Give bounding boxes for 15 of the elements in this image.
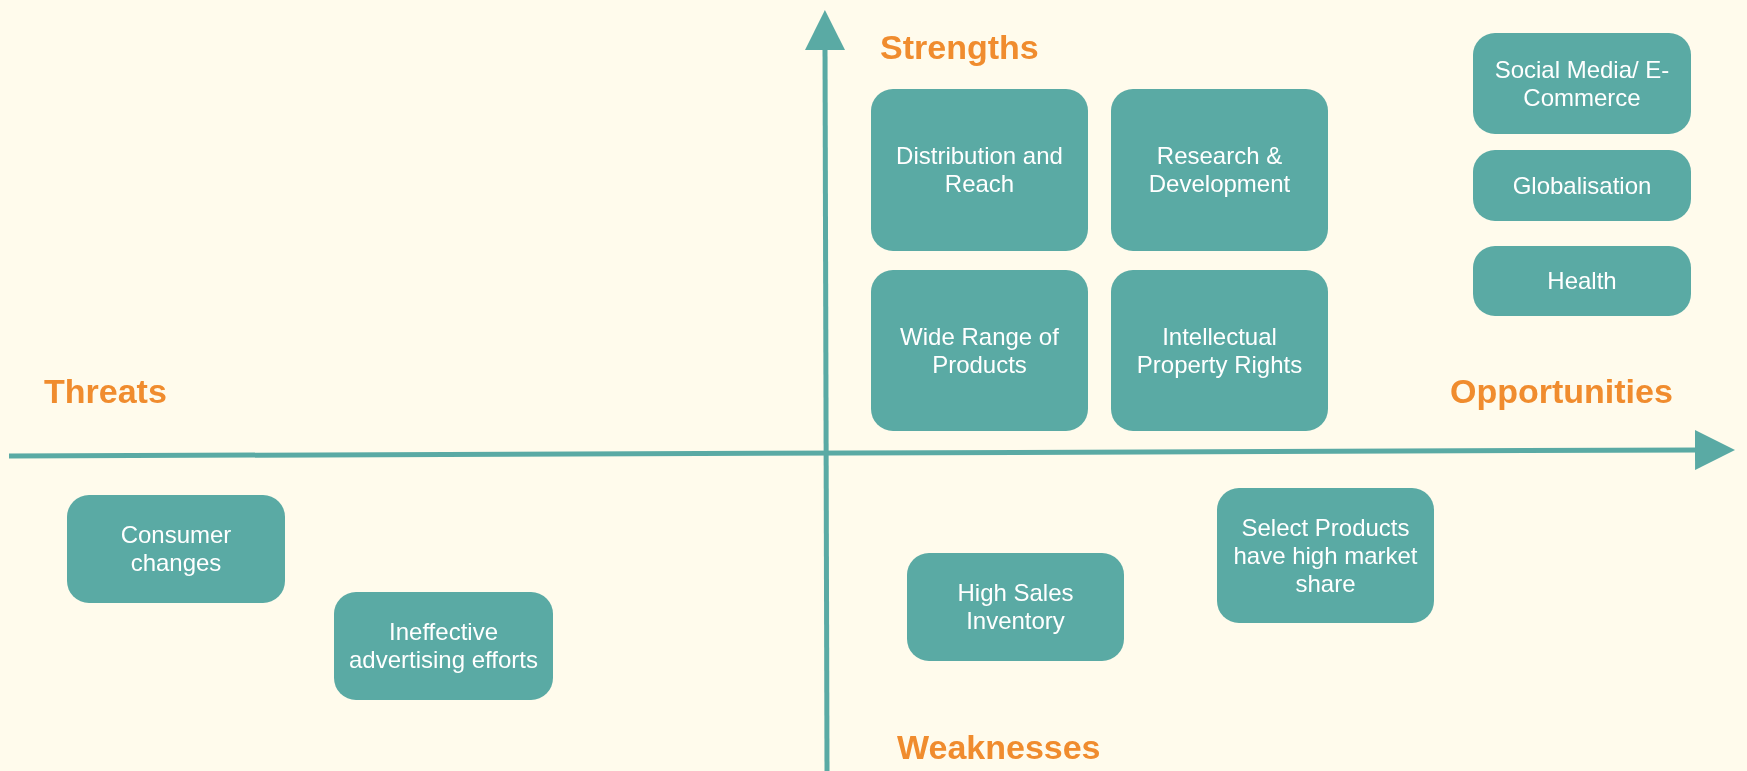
quadrant-box: Health bbox=[1473, 246, 1691, 316]
quadrant-heading: Weaknesses bbox=[897, 727, 1101, 768]
quadrant-box: Globalisation bbox=[1473, 150, 1691, 221]
quadrant-heading: Threats bbox=[44, 371, 167, 412]
quadrant-box: Intellectual Property Rights bbox=[1111, 270, 1328, 431]
quadrant-heading: Opportunities bbox=[1450, 371, 1673, 412]
quadrant-box: High Sales Inventory bbox=[907, 553, 1124, 661]
quadrant-box: Research & Development bbox=[1111, 89, 1328, 251]
quadrant-box: Select Products have high market share bbox=[1217, 488, 1434, 623]
quadrant-box: Consumer changes bbox=[67, 495, 285, 603]
quadrant-box: Distribution and Reach bbox=[871, 89, 1088, 251]
quadrant-box: Wide Range of Products bbox=[871, 270, 1088, 431]
quadrant-box: Ineffective advertising efforts bbox=[334, 592, 553, 700]
quadrant-heading: Strengths bbox=[880, 27, 1039, 68]
quadrant-box: Social Media/ E-Commerce bbox=[1473, 33, 1691, 134]
